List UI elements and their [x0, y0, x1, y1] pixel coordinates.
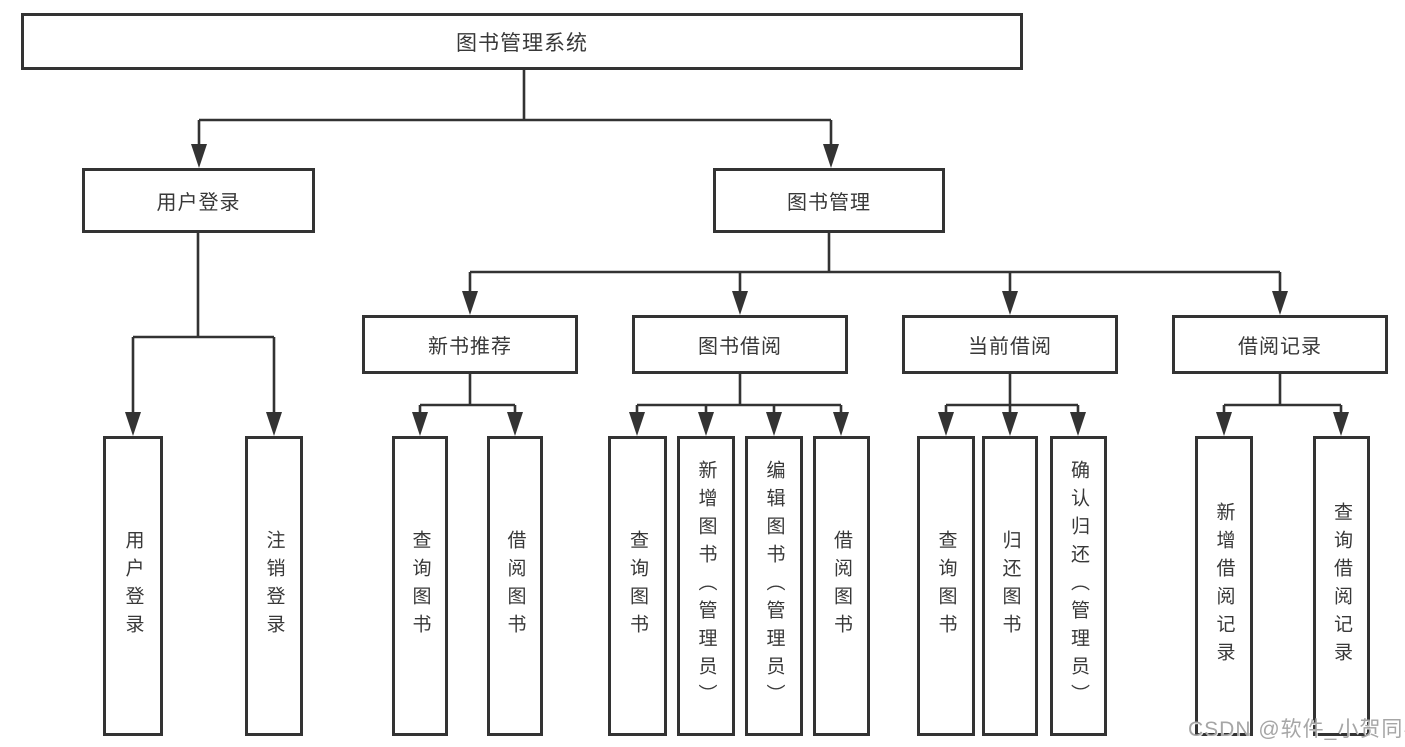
node-label: 归还图书 [999, 530, 1021, 642]
arrowhead-icon [1002, 412, 1018, 436]
node-label: 查询借阅记录 [1331, 502, 1352, 670]
connector-path [131, 69, 1343, 413]
leaf-query-books-borrow: 查询图书 [608, 436, 667, 736]
leaf-logout: 注销登录 [245, 436, 303, 736]
arrowhead-icon [507, 412, 523, 436]
node-book-borrowing: 图书借阅 [632, 315, 848, 374]
arrowhead-icon [938, 412, 954, 436]
leaf-confirm-return-admin: 确认归还（管理员） [1050, 436, 1107, 736]
node-label: 图书管理 [787, 192, 871, 214]
leaf-add-borrow-record: 新增借阅记录 [1195, 436, 1253, 736]
leaf-borrow-book: 借阅图书 [813, 436, 870, 736]
node-label: 当前借阅 [968, 336, 1052, 358]
arrowhead-icon [266, 412, 282, 436]
node-label: 借阅图书 [504, 530, 526, 642]
leaf-query-borrow-record: 查询借阅记录 [1313, 436, 1370, 736]
leaf-edit-book-admin: 编辑图书（管理员） [745, 436, 803, 736]
leaf-user-login: 用户登录 [103, 436, 163, 736]
arrowhead-icon [698, 412, 714, 436]
node-book-management: 图书管理 [713, 168, 945, 233]
node-label: 确认归还（管理员） [1068, 460, 1089, 712]
arrowhead-icon [629, 412, 645, 436]
arrowhead-icon [462, 291, 478, 315]
node-label: 编辑图书（管理员） [763, 460, 785, 712]
node-label: 借阅图书 [831, 530, 852, 642]
node-label: 查询图书 [935, 530, 957, 642]
node-label: 查询图书 [627, 530, 648, 642]
leaf-add-book-admin: 新增图书（管理员） [677, 436, 735, 736]
node-label: 借阅记录 [1238, 336, 1322, 358]
arrowhead-icon [833, 412, 849, 436]
node-label: 新书推荐 [428, 336, 512, 358]
arrowhead-icon [191, 144, 207, 168]
node-current-borrowing: 当前借阅 [902, 315, 1118, 374]
node-label: 新增图书（管理员） [695, 460, 717, 712]
node-label: 注销登录 [263, 530, 285, 642]
leaf-query-books-recommend: 查询图书 [392, 436, 448, 736]
node-user-login: 用户登录 [82, 168, 315, 233]
node-borrowing-records: 借阅记录 [1172, 315, 1388, 374]
arrowhead-icon [766, 412, 782, 436]
arrowhead-icon [823, 144, 839, 168]
arrowhead-icon [732, 291, 748, 315]
arrowhead-icon [412, 412, 428, 436]
node-label: 图书借阅 [698, 336, 782, 358]
arrowhead-icon [1002, 291, 1018, 315]
node-label: 用户登录 [122, 530, 144, 642]
node-label: 新增借阅记录 [1213, 502, 1235, 670]
arrowhead-icon [125, 412, 141, 436]
node-label: 用户登录 [156, 192, 241, 214]
arrowhead-icon [1216, 412, 1232, 436]
leaf-borrow-books-recommend: 借阅图书 [487, 436, 543, 736]
watermark: CSDN @软件_小贺同学 [1188, 718, 1405, 741]
leaf-return-book: 归还图书 [982, 436, 1038, 736]
arrowhead-icon [1070, 412, 1086, 436]
node-new-book-recommend: 新书推荐 [362, 315, 578, 374]
arrowhead-icon [1333, 412, 1349, 436]
node-label: 查询图书 [409, 530, 431, 642]
node-root: 图书管理系统 [21, 13, 1023, 70]
node-label: 图书管理系统 [456, 31, 588, 55]
arrowhead-icon [1272, 291, 1288, 315]
leaf-query-books-current: 查询图书 [917, 436, 975, 736]
